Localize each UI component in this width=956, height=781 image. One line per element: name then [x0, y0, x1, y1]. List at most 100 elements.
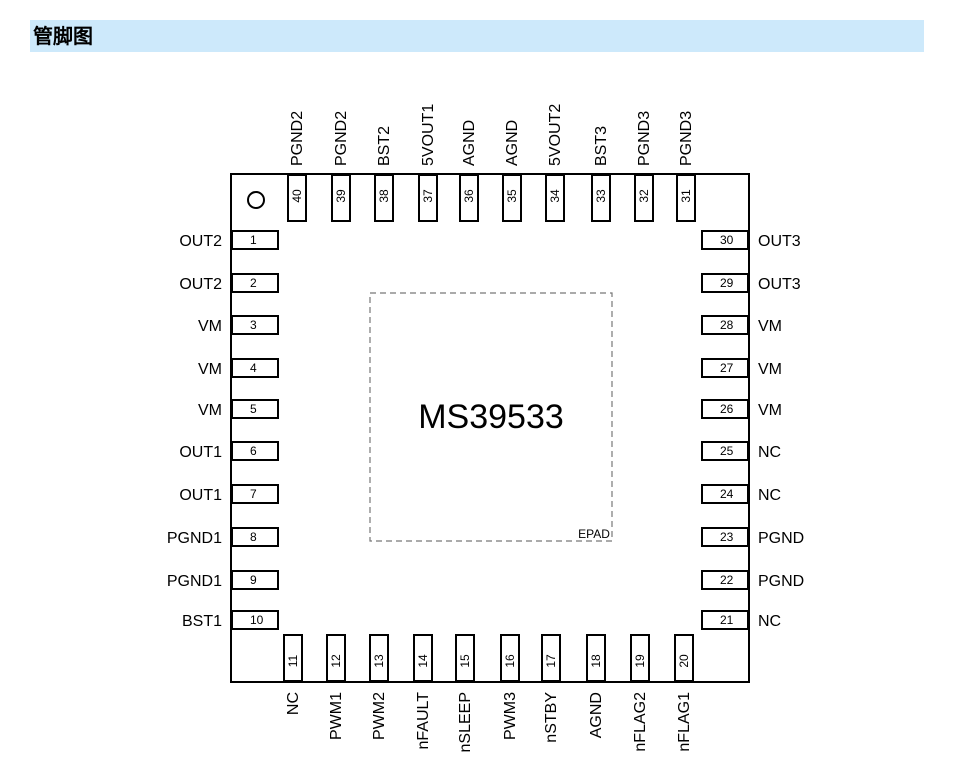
- pin-number: 5: [250, 402, 257, 416]
- pin-name: BST3: [593, 126, 610, 166]
- pin-3: 3 VM: [198, 315, 279, 335]
- pin-pad: [701, 441, 749, 461]
- pin-pad: [701, 358, 749, 378]
- part-number: MS39533: [418, 398, 564, 436]
- pin-name: OUT3: [758, 276, 801, 293]
- pin-name: PGND2: [289, 111, 306, 166]
- pin-name: VM: [758, 402, 782, 419]
- pin-name: PGND1: [167, 530, 222, 547]
- pin-33: 33 BST3: [591, 126, 611, 222]
- pin-pad: [541, 634, 561, 682]
- pin-number: 15: [458, 654, 472, 668]
- pin-15: 15 nSLEEP: [455, 634, 475, 752]
- pin-name: VM: [758, 318, 782, 335]
- pin-pad: [545, 174, 565, 222]
- pin-name: NC: [758, 444, 781, 461]
- pin-name: AGND: [461, 120, 478, 166]
- pin-pad: [502, 174, 522, 222]
- pin-pad: [231, 273, 279, 293]
- pin-pad: [231, 527, 279, 547]
- pin-number: 13: [372, 654, 386, 668]
- pin-name: OUT2: [179, 233, 222, 250]
- pin-number: 17: [544, 654, 558, 668]
- pin-name: AGND: [504, 120, 521, 166]
- pin-pad: [231, 230, 279, 250]
- pin-name: OUT2: [179, 276, 222, 293]
- pin-number: 6: [250, 444, 257, 458]
- pin-pad: [231, 610, 279, 630]
- pin-pad: [634, 174, 654, 222]
- pin-number: 24: [720, 487, 734, 501]
- pin-number: 33: [594, 189, 608, 203]
- pin-pad: [231, 484, 279, 504]
- chip-body: [230, 173, 750, 683]
- pin-name: PGND2: [333, 111, 350, 166]
- pin-number: 23: [720, 530, 734, 544]
- pin-pad: [374, 174, 394, 222]
- pin-pad: [701, 527, 749, 547]
- pin-name: nSTBY: [543, 692, 560, 743]
- pin-pad: [674, 634, 694, 682]
- pin-pad: [701, 230, 749, 250]
- pin-name: PWM3: [502, 692, 519, 740]
- pin-name: BST2: [376, 126, 393, 166]
- pin-pad: [701, 570, 749, 590]
- pin-number: 7: [250, 487, 257, 501]
- pin-name: NC: [758, 613, 781, 630]
- pin-number: 30: [720, 233, 734, 247]
- pin-name: VM: [198, 318, 222, 335]
- pin-name: nFLAG1: [676, 692, 693, 752]
- pin-number: 31: [679, 189, 693, 203]
- pin-number: 29: [720, 276, 734, 290]
- pin-number: 8: [250, 530, 257, 544]
- pin-number: 14: [416, 654, 430, 668]
- pin-pad: [586, 634, 606, 682]
- pin-pad: [701, 399, 749, 419]
- pin-name: PGND: [758, 530, 804, 547]
- pin-number: 18: [589, 654, 603, 668]
- pin-name: nSLEEP: [457, 692, 474, 752]
- pin-23: 23 PGND: [701, 527, 804, 547]
- pin-pad: [287, 174, 307, 222]
- pin-name: BST1: [182, 613, 222, 630]
- pin-pad: [701, 484, 749, 504]
- pin-8: 8 PGND1: [167, 527, 279, 547]
- pin-number: 19: [633, 654, 647, 668]
- pin-number: 25: [720, 444, 734, 458]
- pin-name: PGND1: [167, 573, 222, 590]
- pin-pad: [701, 315, 749, 335]
- pin-pad: [231, 570, 279, 590]
- pin-pad: [701, 610, 749, 630]
- pin-number: 38: [377, 189, 391, 203]
- pin-pad: [369, 634, 389, 682]
- pin-number: 32: [637, 189, 651, 203]
- epad-label: EPAD: [578, 527, 610, 541]
- pin-pad: [418, 174, 438, 222]
- pin-pad: [591, 174, 611, 222]
- pin-name: VM: [758, 361, 782, 378]
- pin-pad: [413, 634, 433, 682]
- pin-5: 5VM: [198, 399, 279, 419]
- pin-pad: [455, 634, 475, 682]
- pin-number: 3: [250, 318, 257, 332]
